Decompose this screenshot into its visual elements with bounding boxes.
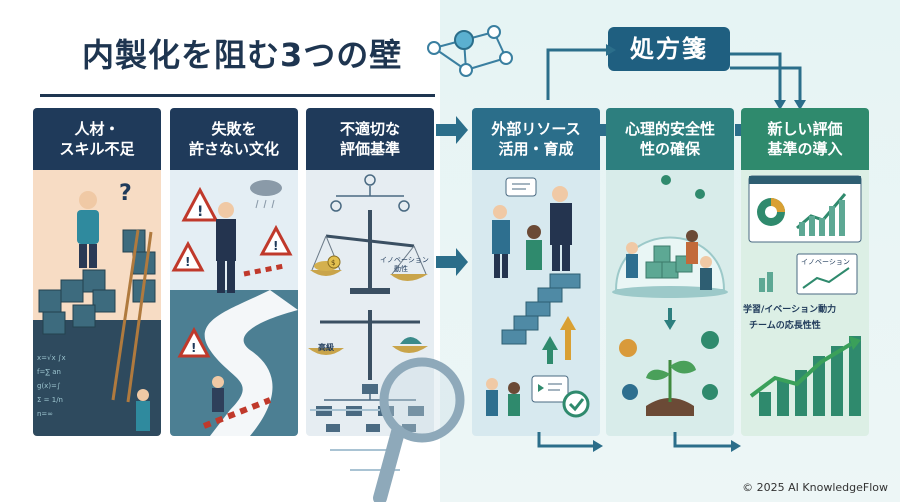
- barrier-header-culture: 失敗を 許さない文化: [170, 108, 298, 170]
- barrier-title-line1: 不適切な: [339, 120, 400, 138]
- barrier-title-line2: 評価基準: [339, 140, 400, 158]
- solution-header-evaluation: 新しい評価 基準の導入: [741, 108, 869, 170]
- solution-header-external: 外部リソース 活用・育成: [472, 108, 600, 170]
- svg-text:Σ = 1/n: Σ = 1/n: [37, 396, 63, 404]
- new-evaluation-illustration: イノベーション 学習/イベーション動力 チームの応長性性: [741, 170, 869, 436]
- barrier-title-line2: 許さない文化: [188, 140, 279, 158]
- safety-illustration: [606, 170, 734, 436]
- svg-text:g(x)=∫: g(x)=∫: [37, 382, 61, 390]
- solution-header-safety: 心理的安全性 性の確保: [606, 108, 734, 170]
- svg-text:!: !: [197, 204, 203, 220]
- bottom-flow-arrows: [537, 432, 741, 452]
- learning-label-2: チームの応長性性: [749, 319, 821, 331]
- barrier-title-line1: 人材・: [74, 120, 120, 138]
- external-illustration: [472, 170, 600, 436]
- magnifier-icon: [310, 357, 465, 502]
- svg-text:n=∞: n=∞: [37, 410, 53, 418]
- copyright-text: © 2025 AI KnowledgeFlow: [742, 481, 888, 494]
- svg-text:!: !: [273, 239, 278, 253]
- solution-panel-safety: 心理的安全性 性の確保: [606, 108, 734, 436]
- culture-illustration: ! ! ! !: [170, 170, 298, 436]
- solution-title-line2: 基準の導入: [767, 140, 843, 158]
- chart-innovation-label: イノベーション: [801, 258, 850, 266]
- barrier-panel-culture: 失敗を 許さない文化 ! ! ! !: [170, 108, 298, 436]
- solution-panel-external: 外部リソース 活用・育成: [472, 108, 600, 436]
- barrier-to-solution-arrows: [436, 116, 468, 276]
- top-flow-arrows: [546, 44, 806, 110]
- prescription-badge: 処方箋: [608, 27, 730, 71]
- barrier-header-evaluation: 不適切な 評価基準: [306, 108, 434, 170]
- thumbs-up-icon: [619, 331, 719, 400]
- solution-title-line2: 活用・育成: [498, 140, 574, 158]
- innovation-label-2: 動性: [394, 264, 408, 273]
- org-chart-icon: [330, 174, 410, 212]
- page-title: 内製化を阻む3つの壁: [82, 36, 403, 74]
- solution-title-line1: 心理的安全性: [624, 120, 715, 138]
- innovation-label: イノベーション: [380, 256, 429, 264]
- learning-label-1: 学習/イベーション動力: [743, 303, 836, 315]
- question-mark: ?: [119, 181, 132, 206]
- svg-text:$: $: [331, 259, 335, 267]
- svg-text:!: !: [191, 341, 196, 355]
- title-underline: [40, 94, 435, 97]
- network-icon: [427, 25, 513, 77]
- barrier-title-line1: 失敗を: [211, 120, 257, 138]
- solution-title-line1: 外部リソース: [491, 120, 581, 138]
- checkmark-icon: [661, 175, 705, 199]
- high-score-label: 高級: [318, 342, 334, 352]
- svg-text:f=∑ an: f=∑ an: [37, 368, 61, 376]
- scale-icon-top: $: [310, 210, 428, 294]
- svg-text:x=√x ∫x: x=√x ∫x: [37, 354, 66, 362]
- barrier-title-line2: スキル不足: [59, 140, 135, 158]
- barrier-header-skills: 人材・ スキル不足: [33, 108, 161, 170]
- skills-illustration: ? x=√x ∫x f=∑ an g(x)=∫ Σ = 1/n n=∞: [33, 170, 161, 436]
- barrier-panel-evaluation: 不適切な 評価基準: [306, 108, 434, 436]
- solution-title-line2: 性の確保: [639, 140, 700, 158]
- solution-panel-evaluation: 新しい評価 基準の導入 イノベーション 学習/イベーション動力 チームの応長性: [741, 108, 869, 436]
- solution-title-line1: 新しい評価: [767, 120, 843, 138]
- svg-text:!: !: [185, 255, 190, 269]
- pie-chart-icon: [757, 198, 785, 226]
- warning-icon: ! ! ! !: [171, 186, 293, 358]
- scale-icon-bottom: [308, 310, 428, 380]
